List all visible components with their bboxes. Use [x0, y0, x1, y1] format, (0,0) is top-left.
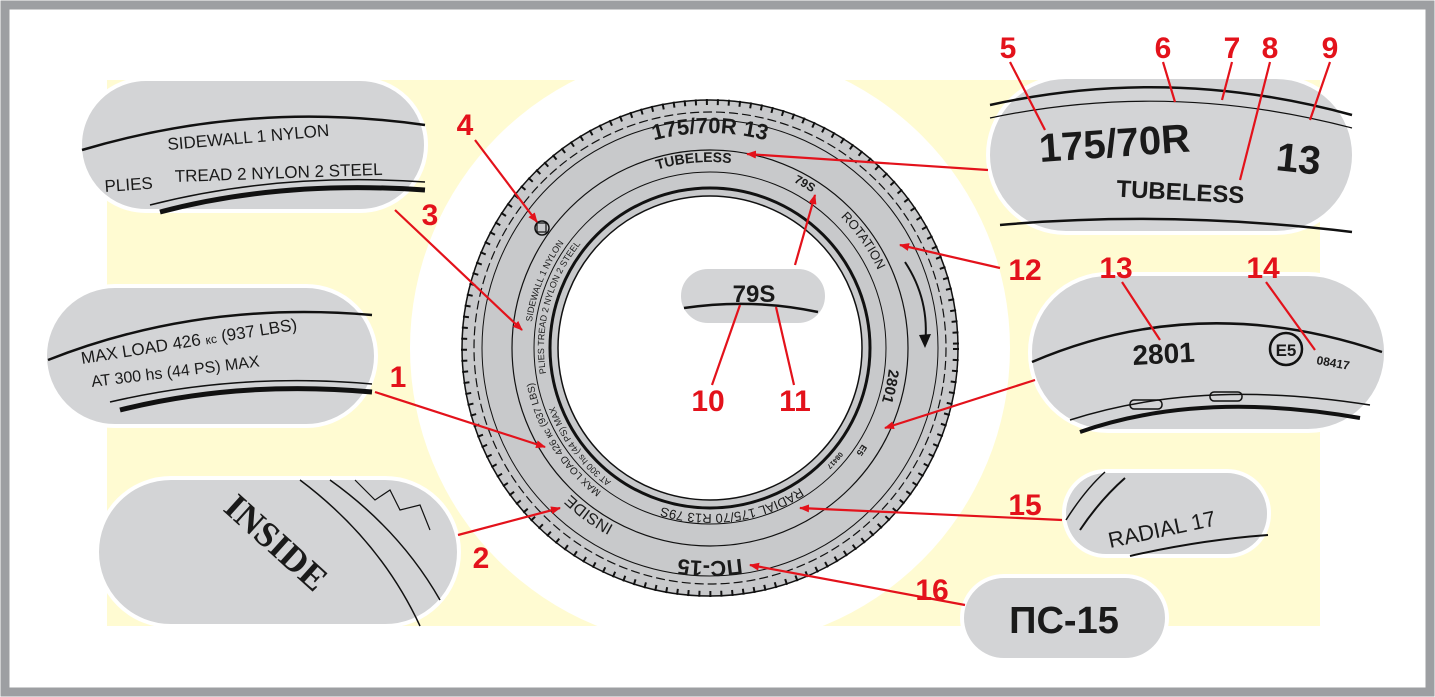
e-mark-text: E5: [1276, 341, 1297, 360]
speed-callout: 79S: [677, 265, 829, 327]
callout-numbers: 1 2 3 4 5 6 7 8 9 10 11 12 13 14 15 16: [390, 32, 1339, 607]
leader-lines: [374, 61, 1332, 607]
callout-number-2: 2: [473, 542, 490, 575]
size-callout-text: 175/70R: [1038, 117, 1192, 171]
callout-number-9: 9: [1322, 32, 1339, 65]
date-callout: 2801 E5 08417: [1028, 272, 1388, 434]
callout-number-1: 1: [390, 361, 407, 394]
callout-number-13: 13: [1099, 252, 1132, 285]
approval-number-text: 08417: [1315, 353, 1351, 373]
callout-number-5: 5: [1000, 32, 1017, 65]
callout-number-14: 14: [1246, 252, 1280, 285]
callout-number-4: 4: [457, 109, 474, 142]
callout-number-3: 3: [422, 199, 439, 232]
callout-number-8: 8: [1262, 32, 1279, 65]
plies-callout: SIDEWALL 1 NYLON PLIES TREAD 2 NYLON 2 S…: [78, 77, 428, 215]
model-callout-text: ПС-15: [1009, 600, 1119, 642]
radial-callout: RADIAL 17: [1062, 469, 1271, 558]
date-code-text: 2801: [1132, 337, 1196, 371]
e-mark-icon: [1268, 331, 1304, 367]
callout-number-11: 11: [779, 385, 811, 418]
callout-number-16: 16: [915, 574, 948, 607]
callout-number-10: 10: [691, 385, 724, 418]
callout-number-6: 6: [1155, 32, 1172, 65]
rim-size-text: 13: [1274, 135, 1323, 183]
tire: 175/70R 13TUBELESS79SROTATION2801E508417…: [461, 99, 959, 597]
inside-callout: INSIDE: [95, 476, 461, 628]
callout-number-7: 7: [1224, 32, 1241, 65]
tubeless-callout-text: TUBELESS: [1116, 176, 1245, 210]
size-callout: 175/70R 13 TUBELESS: [986, 75, 1356, 235]
callout-number-12: 12: [1008, 254, 1041, 287]
date-code-on-tire-path: 2801: [878, 368, 902, 405]
callout-number-15: 15: [1008, 489, 1041, 522]
load-callout: MAX LOAD 426 кс (937 LBS) AT 300 hs (44 …: [43, 284, 378, 428]
tread-wear-indicator-icon: [534, 220, 550, 236]
max-load-unit: кс: [204, 332, 217, 348]
speed-callout-text: 79S: [733, 281, 776, 308]
date-code-on-tire: 2801: [878, 368, 902, 405]
plies-label: PLIES: [104, 174, 153, 196]
model-callout: ПС-15: [960, 574, 1169, 662]
